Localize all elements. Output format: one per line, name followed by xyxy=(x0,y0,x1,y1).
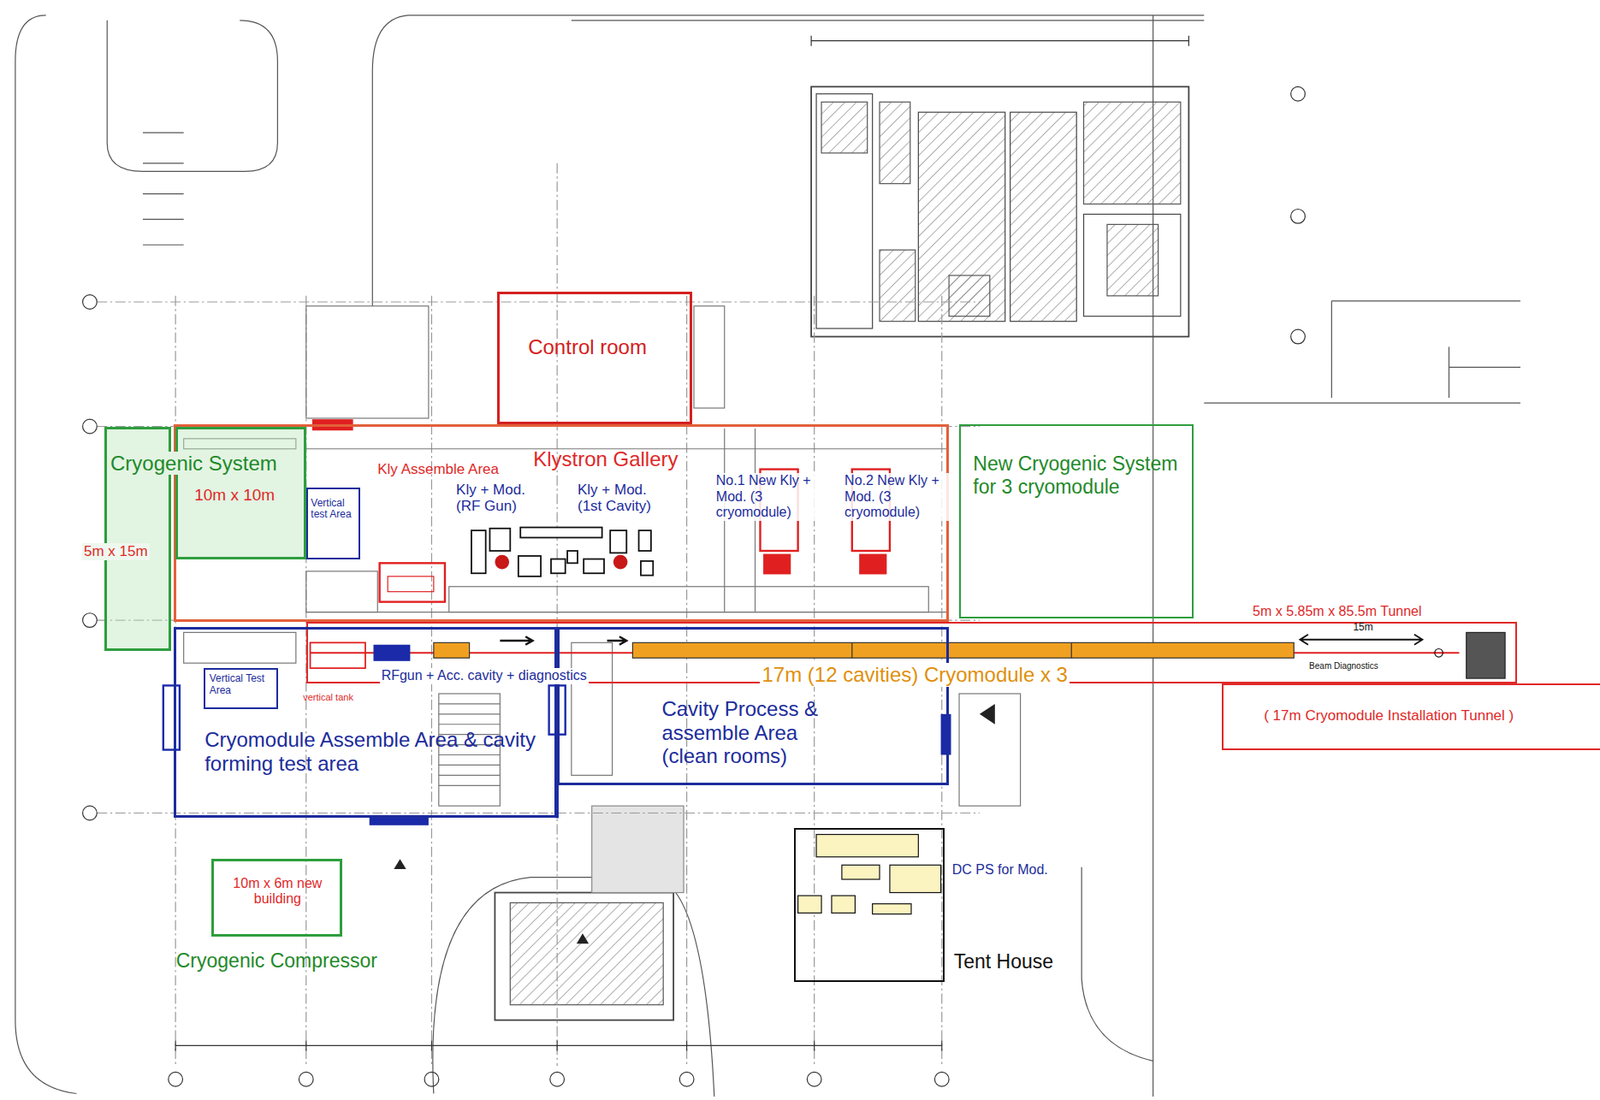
area-title: 5m x 15m xyxy=(82,543,150,561)
annotation-label: DC PS for Mod. xyxy=(952,862,1049,878)
area-box: Cavity Process & assemble Area (clean ro… xyxy=(557,627,949,786)
annotation-label: Kly Assemble Area xyxy=(377,461,499,479)
area-title: Klystron Gallery xyxy=(533,447,678,472)
annotation-label: 17m (12 cavities) Cryomodule x 3 xyxy=(759,663,1069,688)
annotation-label: RFgun + Acc. cavity + diagnostics xyxy=(379,668,589,684)
area-title: 10m x 10m xyxy=(194,485,275,505)
area-title: 10m x 6m new building xyxy=(221,876,333,908)
area-title: Tent House xyxy=(954,950,1054,973)
annotation-label: No.1 New Kly + Mod. (3 cryomodule) xyxy=(714,473,823,521)
area-box: New Cryogenic System for 3 cryomodule xyxy=(959,424,1194,619)
annotation-label: 15m xyxy=(1352,622,1373,635)
area-box: Vertical Test Area xyxy=(203,668,279,711)
area-title: 5m x 5.85m x 85.5m Tunnel xyxy=(1252,604,1422,620)
area-title: Cryogenic System xyxy=(108,451,279,476)
area-box: ( 17m Cryomodule Installation Tunnel ) xyxy=(1221,683,1600,751)
area-box: 10m x 6m new buildingCryogenic Compresso… xyxy=(211,859,343,937)
area-title: New Cryogenic System for 3 cryomodule xyxy=(972,452,1187,498)
annotation-label: Beam Diagnostics xyxy=(1309,661,1379,672)
area-title: Vertical test Area xyxy=(310,497,354,522)
annotation-label: No.2 New Kly + Mod. (3 cryomodule) xyxy=(842,473,951,521)
area-title: Cavity Process & assemble Area (clean ro… xyxy=(661,697,829,769)
area-box: Control room xyxy=(497,291,693,425)
area-box: Cryogenic System10m x 10m xyxy=(175,426,307,560)
area-title: Control room xyxy=(527,335,647,360)
annotation-label: Kly + Mod. (RF Gun) xyxy=(456,481,542,516)
annotation-label: Kly + Mod. (1st Cavity) xyxy=(577,481,674,516)
area-box: Vertical test Area xyxy=(306,487,362,559)
area-title: ( 17m Cryomodule Installation Tunnel ) xyxy=(1263,707,1514,725)
area-title: Vertical Test Area xyxy=(209,673,272,698)
area-box: Cryomodule Assemble Area & cavity formin… xyxy=(173,627,558,818)
annotation-label: vertical tank xyxy=(302,692,354,704)
area-title: Cryogenic Compressor xyxy=(176,949,378,972)
area-box: Tent House xyxy=(794,828,946,983)
area-title: Cryomodule Assemble Area & cavity formin… xyxy=(204,728,547,776)
